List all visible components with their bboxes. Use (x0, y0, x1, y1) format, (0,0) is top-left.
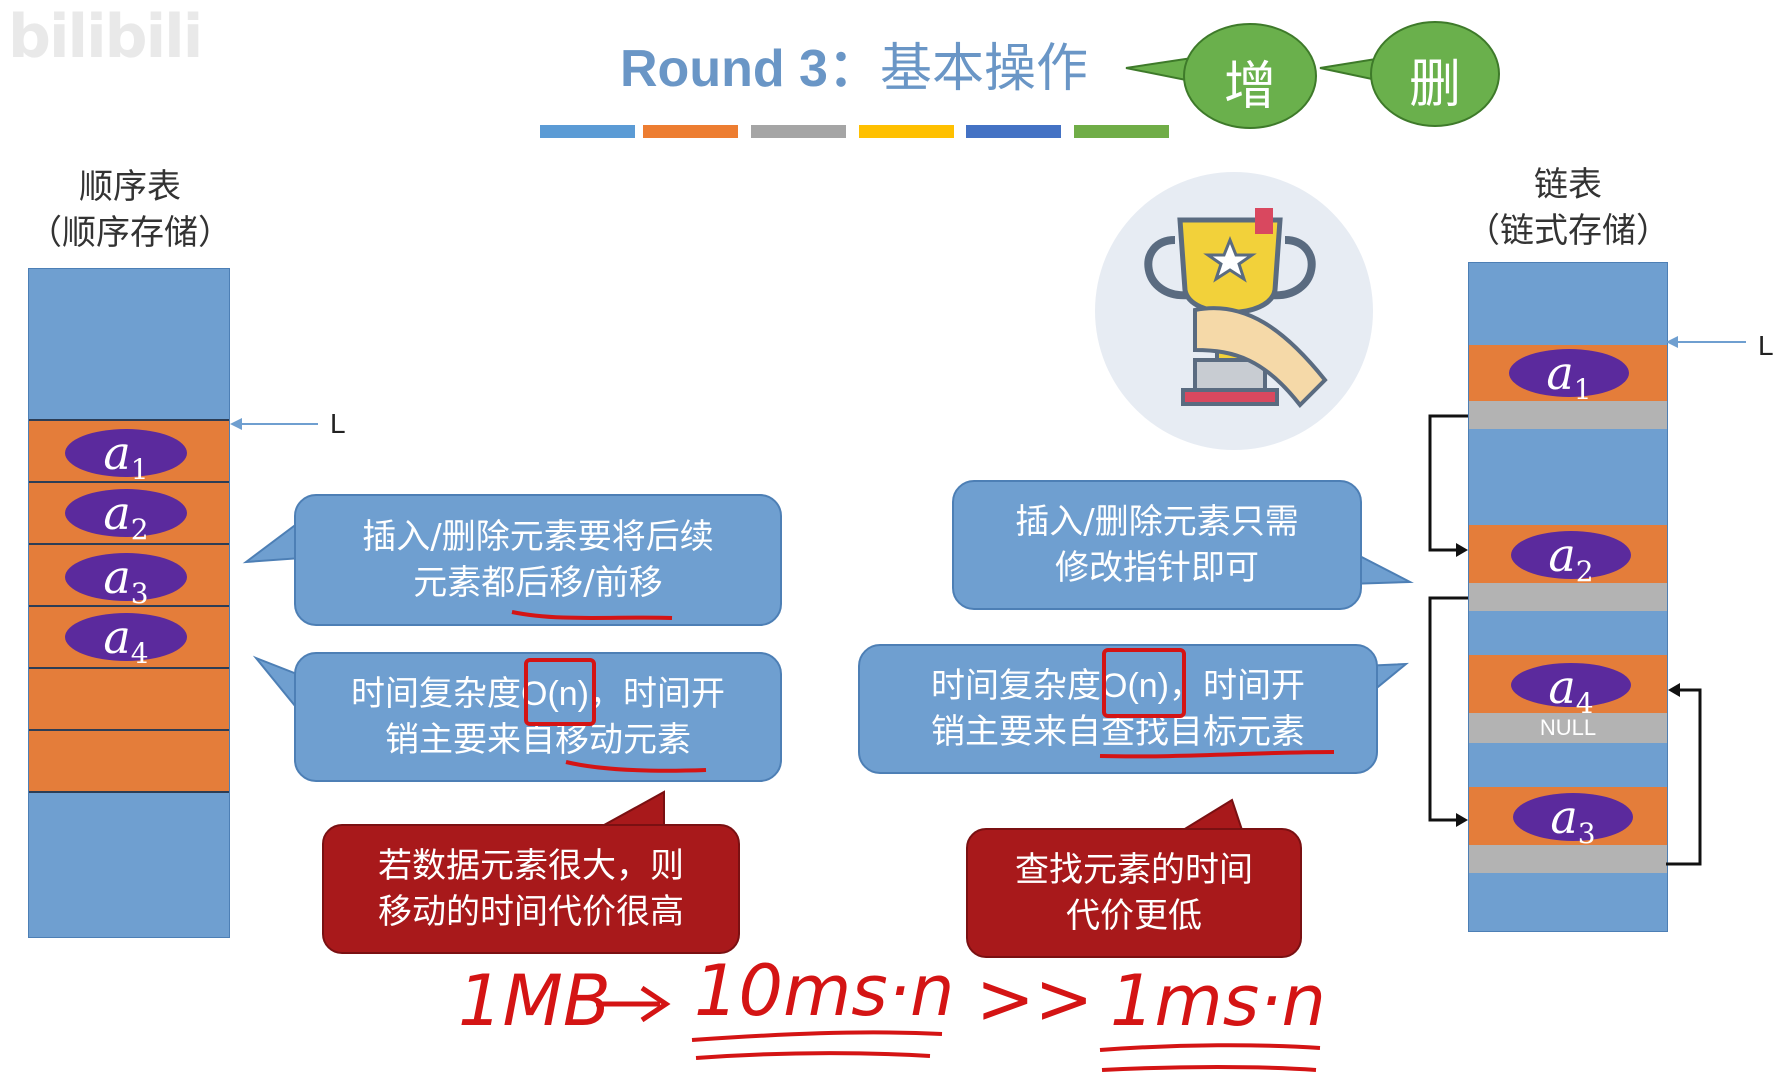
sequential-list-subtitle: （顺序存储） (28, 213, 232, 253)
sequential-memory-block: a1 a2 a3 a4 (28, 268, 230, 938)
left-cost-underline-1 (691, 1030, 943, 1042)
add-bubble-label: 增 (1224, 57, 1277, 117)
sequential-list-title: 顺序表 (79, 167, 181, 207)
handwriting-size: 1MB (458, 960, 611, 1042)
right-red-callout: 查找元素的时间 代价更低 (966, 828, 1302, 958)
left-on-circle (524, 658, 596, 726)
linked-list-heading: 链表 （链式存储） (1448, 162, 1688, 254)
right-head-pointer-label: L (1758, 330, 1774, 361)
handwriting-compare: >> (976, 958, 1094, 1040)
linked-list-subtitle: （链式存储） (1466, 211, 1670, 251)
element-a1: a1 (65, 429, 187, 486)
left-time-line2b: 移动元素 (555, 720, 691, 760)
handwriting-right-cost: 1ms·n (1110, 960, 1326, 1042)
right-pointer-line1: 插入/删除元素只需 (1015, 502, 1299, 542)
title-prefix: Round 3： (620, 40, 880, 98)
right-pointer-line2: 修改指针即可 (1055, 548, 1259, 588)
right-time-line2a: 销主要来自 (931, 712, 1101, 752)
pointer-a1-to-a2 (1428, 414, 1468, 552)
delete-bubble-label: 删 (1409, 55, 1462, 115)
right-time-line1a: 时间复杂度 (931, 666, 1101, 706)
left-red-callout: 若数据元素很大，则 移动的时间代价很高 (322, 824, 740, 954)
color-bar-green (1074, 125, 1169, 138)
add-bubble (1183, 23, 1317, 129)
left-red-line2: 移动的时间代价很高 (378, 892, 684, 932)
right-cost-underline-2 (1101, 1065, 1317, 1072)
left-head-pointer-arrow (230, 418, 318, 430)
left-time-callout: 时间复杂度O(n)，时间开 销主要来自移动元素 (294, 652, 782, 782)
right-red-line1: 查找元素的时间 (1015, 850, 1253, 890)
color-bar-orange (643, 125, 738, 138)
page-title: Round 3：基本操作 (620, 26, 1088, 101)
linked-element-a4: a4 (1511, 663, 1631, 720)
right-on-circle (1102, 648, 1186, 718)
right-red-line2: 代价更低 (1066, 896, 1202, 936)
color-bar-darkblue (966, 125, 1061, 138)
handwriting-left-cost: 10ms·n (694, 950, 955, 1032)
right-time-o: O(n) (1101, 667, 1169, 705)
right-time-line2b: 查找目标元素 (1101, 712, 1305, 752)
delete-bubble (1370, 21, 1500, 127)
linked-element-a2: a2 (1511, 531, 1631, 588)
left-time-line1b: ，时间开 (589, 674, 725, 714)
left-time-underline (565, 760, 707, 773)
color-bar-blue (540, 125, 635, 138)
title-cjk: 基本操作 (879, 39, 1088, 99)
left-move-line2b: 后移/前移 (515, 563, 663, 603)
pointer-a2-to-a3 (1428, 596, 1468, 822)
linked-list-title: 链表 (1534, 165, 1602, 205)
right-time-line1b: ，时间开 (1169, 666, 1305, 706)
memory-divider (29, 791, 229, 793)
left-cost-underline-2 (695, 1051, 931, 1060)
linked-list-pointer-arrows (1428, 414, 1702, 866)
left-move-line1: 插入/删除元素要将后续 (362, 517, 714, 557)
right-head-pointer-arrow (1666, 336, 1746, 348)
right-cost-underline-1 (1099, 1043, 1321, 1052)
sequential-list-heading: 顺序表 （顺序存储） (10, 164, 250, 256)
right-time-underline (1099, 750, 1335, 759)
bilibili-watermark: bilibili (8, 2, 203, 72)
node-pointer-a3 (1469, 845, 1667, 873)
node-pointer-a2 (1469, 583, 1667, 611)
element-a3: a3 (65, 553, 187, 610)
node-pointer-a4 (1469, 713, 1667, 743)
operation-bubbles (1125, 21, 1500, 129)
color-bar-gray (751, 125, 846, 138)
element-a2: a2 (65, 489, 187, 546)
linked-element-a1: a1 (1509, 349, 1629, 406)
left-move-underline (511, 610, 673, 620)
memory-cell (29, 667, 229, 729)
pointer-a3-to-a4 (1666, 688, 1702, 866)
color-bar-yellow (859, 125, 954, 138)
left-time-line1a: 时间复杂度 (351, 674, 521, 714)
linked-memory-block: NULL a1 a2 a4 a3 (1468, 262, 1668, 932)
left-move-callout: 插入/删除元素要将后续 元素都后移/前移 (294, 494, 782, 626)
left-time-line2a: 销主要来自 (385, 720, 555, 760)
left-red-line1: 若数据元素很大，则 (378, 846, 684, 886)
linked-element-a3: a3 (1513, 793, 1633, 850)
left-head-pointer-label: L (330, 408, 346, 439)
trophy-icon (1144, 208, 1328, 409)
node-pointer-a1 (1469, 401, 1667, 429)
right-pointer-callout: 插入/删除元素只需 修改指针即可 (952, 480, 1362, 610)
element-a4: a4 (65, 613, 187, 670)
left-time-o: O(n) (521, 675, 589, 713)
left-move-line2a: 元素都 (413, 563, 516, 603)
null-pointer-label: NULL (1539, 715, 1597, 740)
memory-cell (29, 729, 229, 791)
